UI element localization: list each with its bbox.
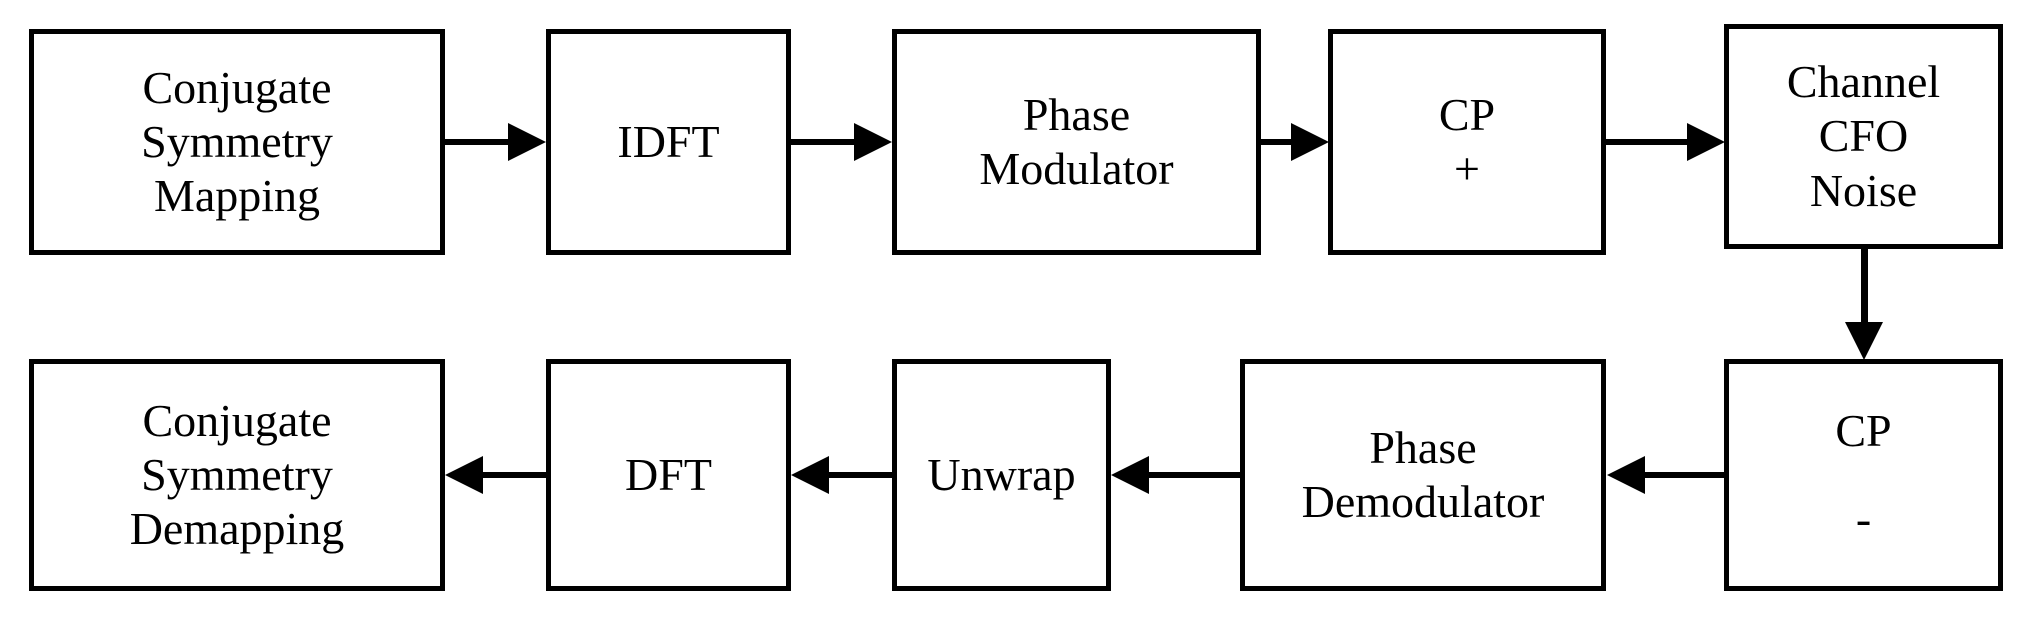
block-phase-demodulator[interactable]: Phase Demodulator — [1240, 359, 1606, 591]
connector-line — [445, 139, 511, 145]
block-label-line: Conjugate — [142, 394, 332, 446]
block-label-line: Channel — [1786, 56, 1941, 108]
arrow-head-right-icon — [1291, 123, 1329, 161]
arrow-head-left-icon — [1607, 456, 1645, 494]
block-idft[interactable]: IDFT — [546, 29, 791, 255]
connector-line — [483, 472, 547, 478]
block-label-line: Demodulator — [1301, 476, 1545, 527]
block-label-line: - — [1855, 493, 1872, 544]
block-cp-remove[interactable]: CP - — [1724, 359, 2003, 591]
arrow-head-right-icon — [1687, 123, 1725, 161]
connector-line — [1261, 139, 1293, 145]
connector-line — [1606, 139, 1690, 145]
block-dft[interactable]: DFT — [546, 359, 791, 591]
block-label-line: Phase — [1022, 88, 1131, 140]
block-unwrap[interactable]: Unwrap — [892, 359, 1111, 591]
block-label-line: CFO — [1818, 110, 1909, 162]
connector-line — [1645, 472, 1725, 478]
block-label-line: Conjugate — [142, 61, 332, 113]
block-phase-modulator[interactable]: Phase Modulator — [892, 29, 1261, 255]
block-label-line: Unwrap — [927, 448, 1076, 500]
connector-line — [829, 472, 893, 478]
arrow-head-down-icon — [1845, 322, 1883, 360]
arrow-head-left-icon — [791, 456, 829, 494]
arrow-head-left-icon — [1111, 456, 1149, 494]
arrow-head-right-icon — [854, 123, 892, 161]
block-label-line: Demapping — [129, 503, 345, 555]
block-label-line: IDFT — [617, 115, 720, 167]
block-label-line: CP — [1835, 404, 1892, 456]
block-channel-cfo-noise[interactable]: Channel CFO Noise — [1724, 24, 2003, 249]
connector-line — [1149, 472, 1241, 478]
block-conjugate-symmetry-mapping[interactable]: Conjugate Symmetry Mapping — [29, 29, 445, 255]
block-label-line: Symmetry — [141, 448, 333, 500]
block-label-line: Modulator — [979, 143, 1174, 194]
block-label-line: + — [1454, 143, 1480, 194]
block-cp-add[interactable]: CP + — [1328, 29, 1606, 255]
block-label-line: DFT — [625, 448, 712, 500]
connector-line — [1861, 249, 1868, 327]
block-label-line: Symmetry — [141, 115, 333, 167]
arrow-head-left-icon — [445, 456, 483, 494]
block-label-line: Mapping — [153, 170, 321, 222]
arrow-head-right-icon — [508, 123, 546, 161]
block-label-line: Noise — [1809, 164, 1918, 216]
connector-line — [791, 139, 857, 145]
block-label-line: CP — [1438, 88, 1496, 140]
block-label-line: Phase — [1369, 421, 1477, 473]
block-conjugate-symmetry-demapping[interactable]: Conjugate Symmetry Demapping — [29, 359, 445, 591]
